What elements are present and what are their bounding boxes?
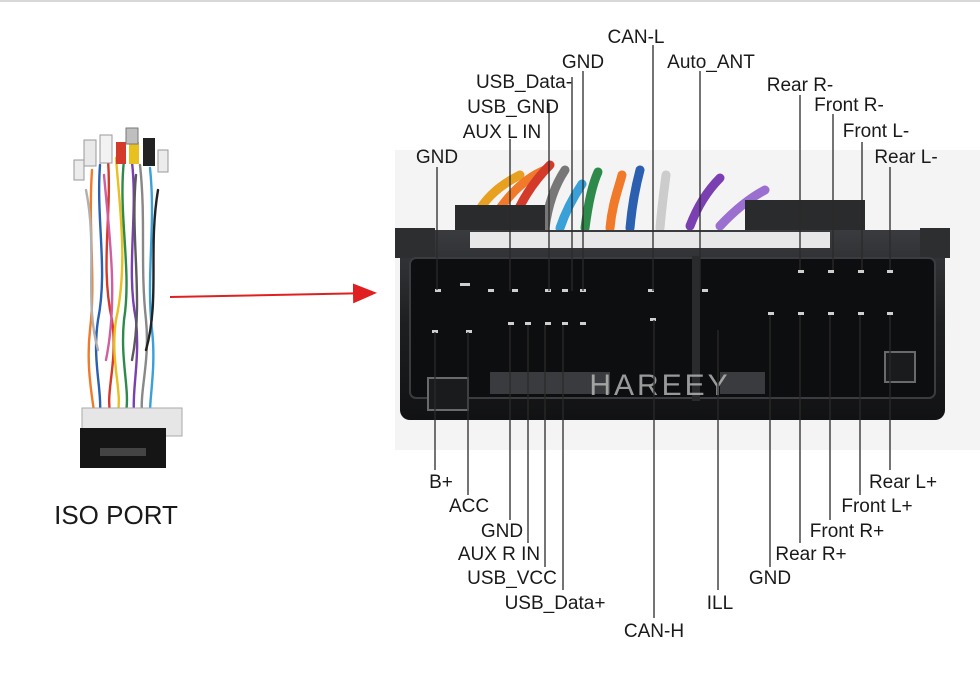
- pin-label-front-r-minus: Front R-: [814, 95, 884, 116]
- pin-label-rear-l-plus: Rear L+: [869, 472, 937, 493]
- pin-label-usb-vcc: USB_VCC: [467, 568, 557, 589]
- pin-label-aux-l-in: AUX L IN: [463, 122, 542, 143]
- pin-label-acc: ACC: [449, 496, 489, 517]
- pin-label-aux-r-in: AUX R IN: [458, 544, 540, 565]
- pin-label-usb-gnd: USB_GND: [467, 97, 559, 118]
- pin-label-ill: ILL: [707, 593, 733, 614]
- pin-label-usb-data-plus: USB_Data+: [505, 593, 606, 614]
- pin-label-rear-r-plus: Rear R+: [775, 544, 846, 565]
- pin-label-front-l-minus: Front L-: [843, 121, 910, 142]
- pin-label-gnd-bottom: GND: [481, 521, 523, 542]
- pin-label-rear-r-minus: Rear R-: [767, 75, 834, 96]
- iso-harness-illustration: [73, 127, 183, 468]
- watermark: HAREEY: [589, 369, 730, 402]
- iso-port-caption: ISO PORT: [54, 500, 178, 530]
- pin-label-can-h: CAN-H: [624, 621, 684, 642]
- pin-label-auto-ant: Auto_ANT: [667, 52, 755, 73]
- pin-label-b-plus: B+: [429, 472, 453, 493]
- pin-label-can-l: CAN-L: [607, 27, 664, 48]
- pin-label-gnd-top: GND: [562, 52, 604, 73]
- pin-label-gnd-ill-side: GND: [749, 568, 791, 589]
- pin-label-front-r-plus: Front R+: [810, 521, 884, 542]
- connector-illustration: HAREEY: [395, 150, 980, 450]
- pointer-arrow: [169, 283, 377, 304]
- leader-lines: [434, 45, 891, 618]
- pin-label-rear-l-minus: Rear L-: [874, 147, 937, 168]
- pin-label-front-l-plus: Front L+: [841, 496, 912, 517]
- pin-label-gnd-left: GND: [416, 147, 458, 168]
- pin-label-usb-data-minus: USB_Data-: [476, 72, 572, 93]
